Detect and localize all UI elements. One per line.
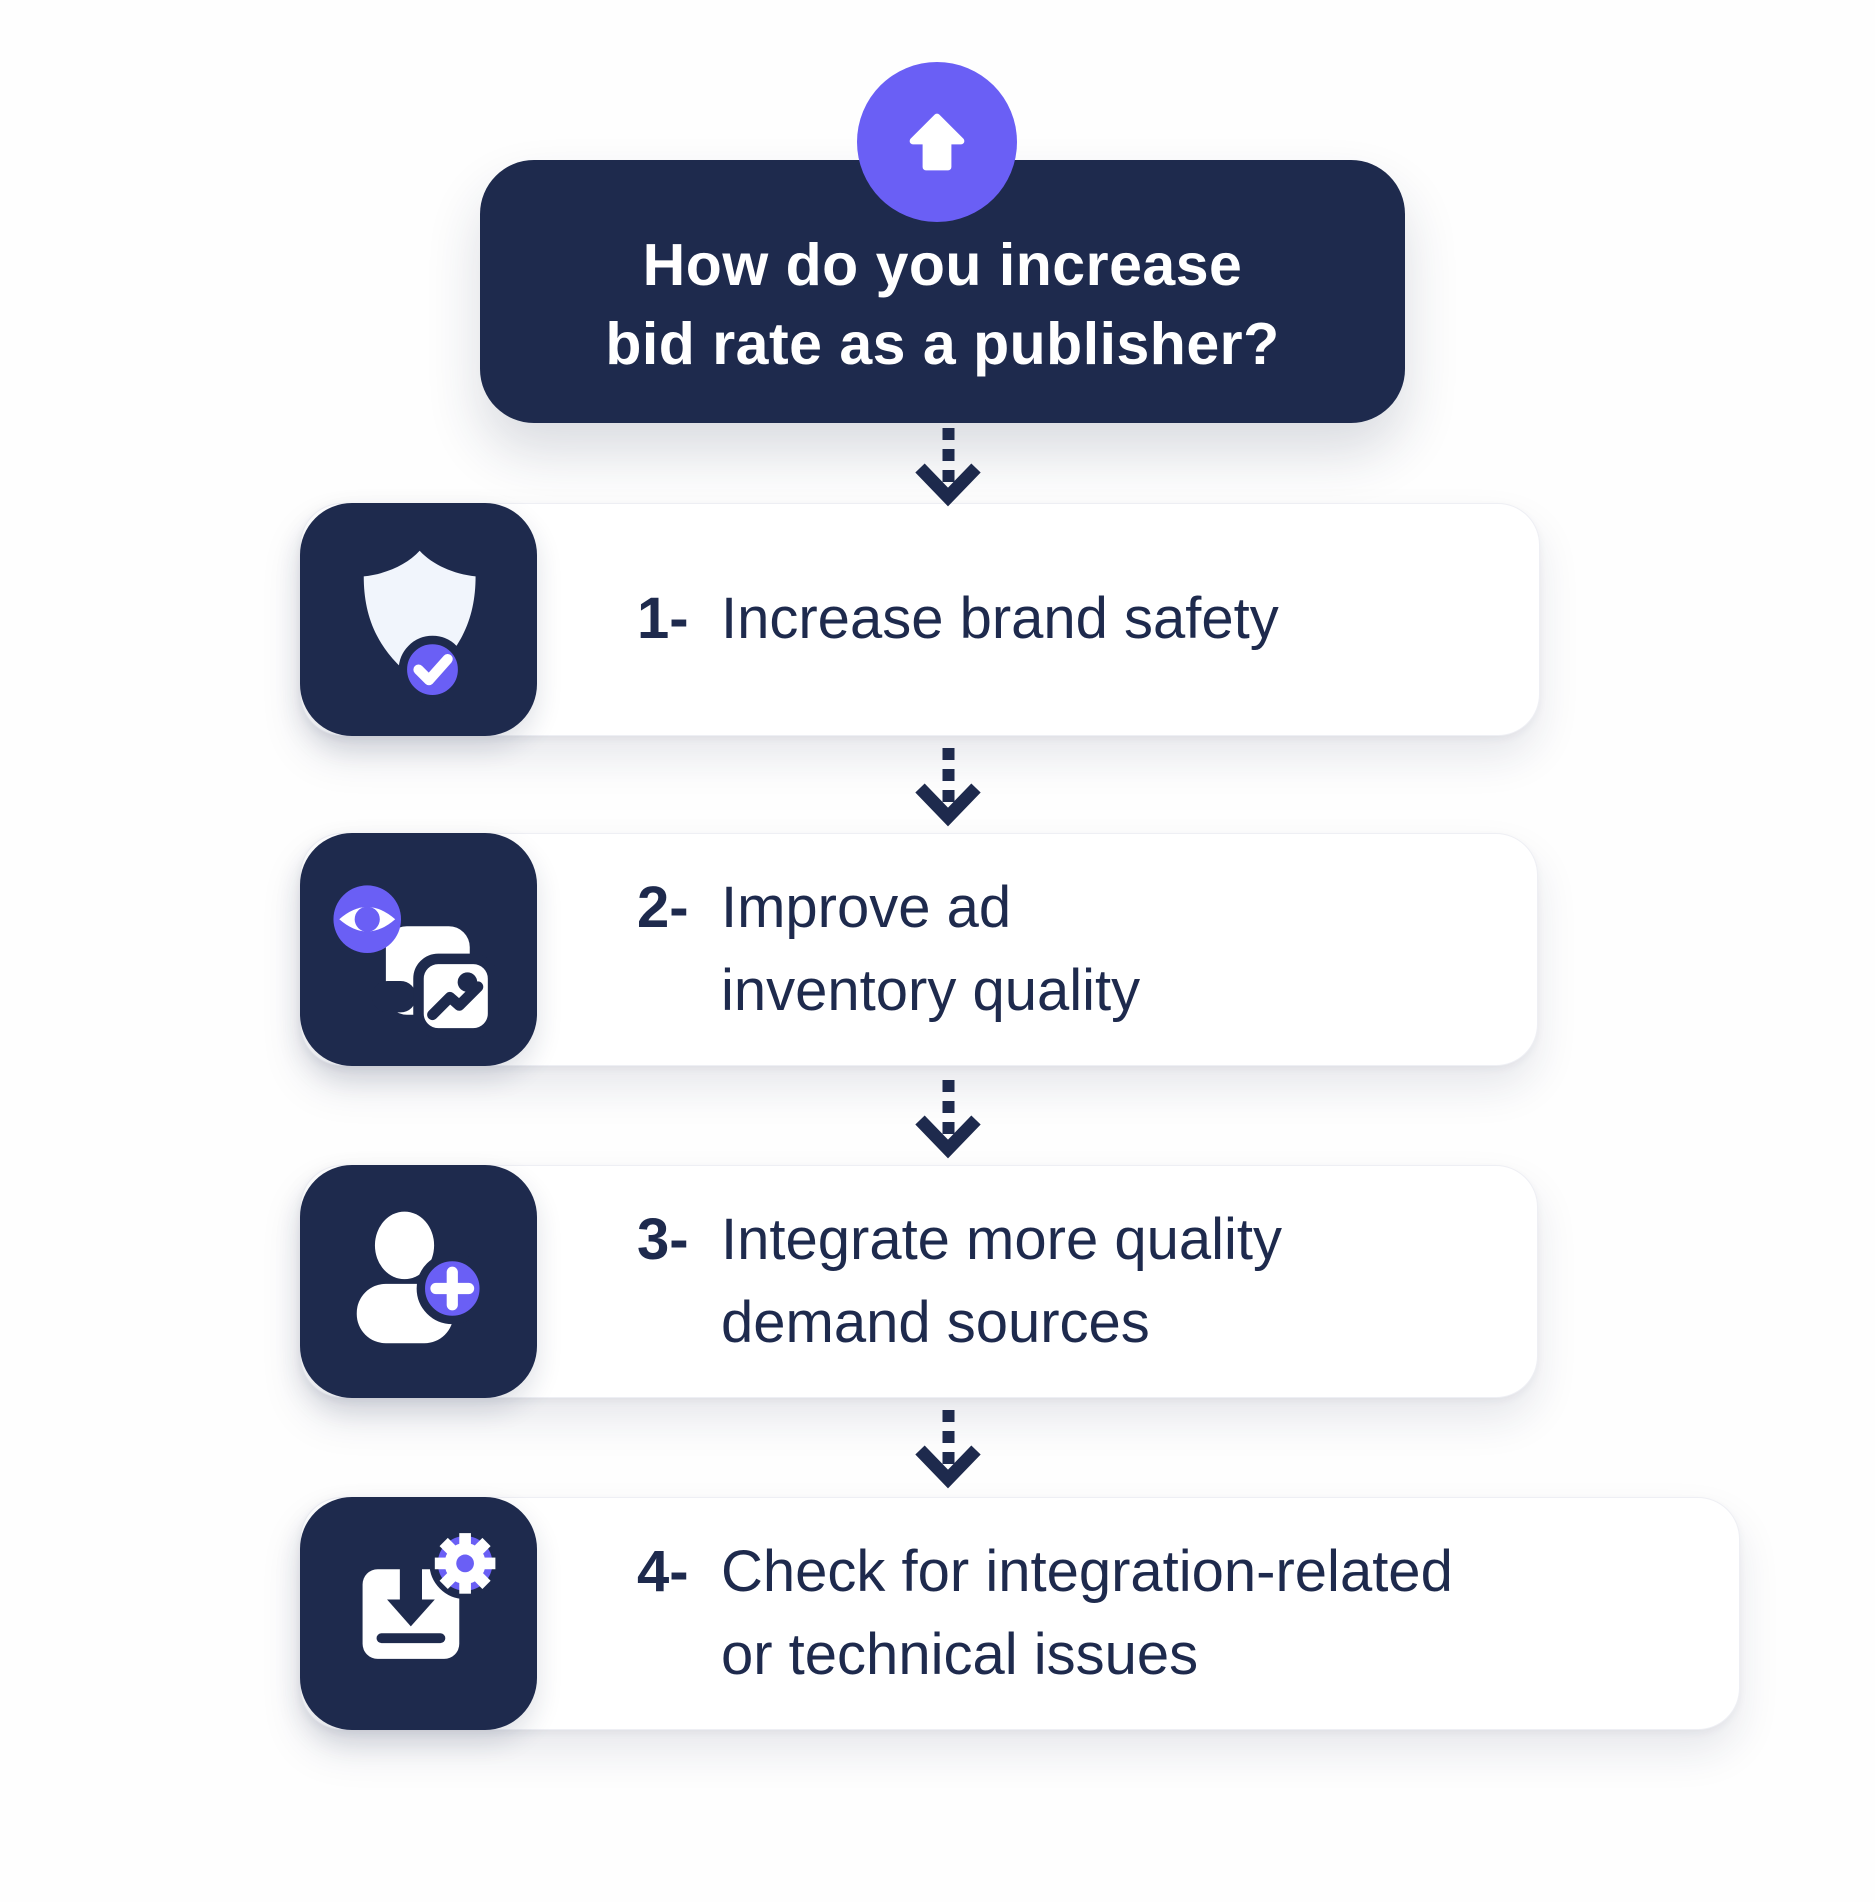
step-row-4: 4- Check for integration-related or tech… bbox=[300, 1497, 1740, 1730]
step-label: Increase brand safety bbox=[721, 586, 1279, 652]
page-title: How do you increase bid rate as a publis… bbox=[605, 226, 1279, 383]
step-label: Check for integration-related or technic… bbox=[721, 1539, 1453, 1687]
page-title-line1: How do you increase bbox=[642, 232, 1243, 299]
step-card-4: 4- Check for integration-related or tech… bbox=[300, 1497, 1740, 1730]
step-text-2: 2- Improve ad inventory quality bbox=[637, 867, 1140, 1032]
step-row-1: 1- Increase brand safety bbox=[300, 503, 1540, 736]
step-row-3: 3- Integrate more quality demand sources bbox=[300, 1165, 1538, 1398]
up-arrow-badge bbox=[857, 62, 1017, 222]
step-row-2: 2- Improve ad inventory quality bbox=[300, 833, 1538, 1066]
step-label: Improve ad inventory quality bbox=[721, 875, 1141, 1023]
dashed-down-arrow-icon bbox=[915, 1410, 981, 1489]
dashed-down-arrow-icon bbox=[915, 748, 981, 827]
integration-gear-icon bbox=[300, 1497, 537, 1730]
dashed-down-arrow-icon bbox=[915, 1080, 981, 1159]
step-label: Integrate more quality demand sources bbox=[721, 1207, 1282, 1355]
add-user-icon bbox=[300, 1165, 537, 1398]
step-text-3: 3- Integrate more quality demand sources bbox=[637, 1199, 1282, 1364]
dashed-down-arrow-icon bbox=[915, 428, 981, 507]
step-number: 4- bbox=[637, 1539, 689, 1605]
up-arrow-icon bbox=[909, 113, 965, 171]
step-number: 3- bbox=[637, 1207, 689, 1273]
step-text-1: 1- Increase brand safety bbox=[637, 578, 1279, 660]
step-number: 2- bbox=[637, 875, 689, 941]
ad-inventory-eye-icon bbox=[300, 833, 537, 1066]
page-title-line2: bid rate as a publisher? bbox=[605, 310, 1280, 377]
step-number: 1- bbox=[637, 586, 689, 652]
shield-check-icon bbox=[300, 503, 537, 736]
step-text-4: 4- Check for integration-related or tech… bbox=[637, 1531, 1453, 1696]
